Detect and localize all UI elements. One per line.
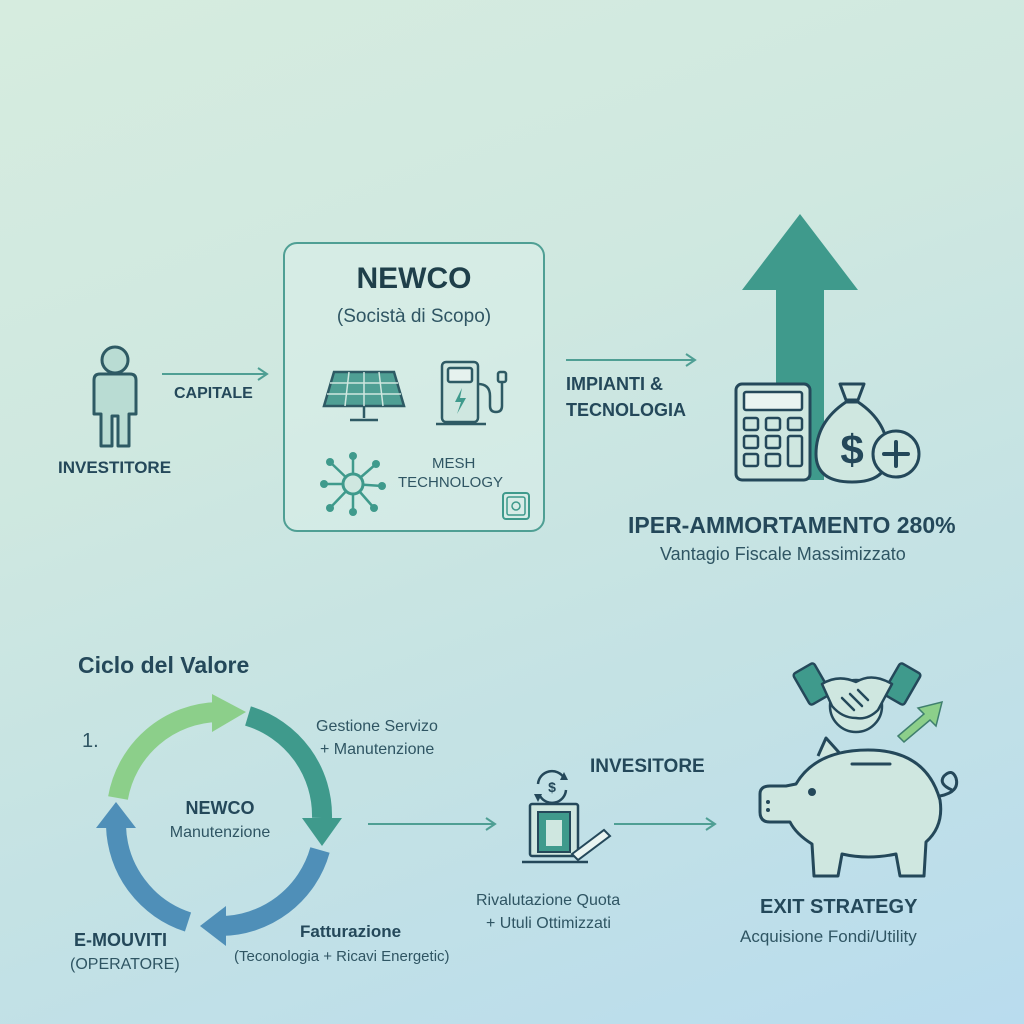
investor-person-icon — [92, 345, 138, 448]
exit-strategy-title: EXIT STRATEGY — [760, 896, 918, 918]
piggy-bank-icon — [758, 736, 959, 878]
cycle-left-label-title: E-MOUVITI — [74, 930, 167, 950]
revaluation-line2: + Utuli Ottimizzati — [486, 915, 611, 932]
mesh-label-line2: TECHNOLOGY — [398, 474, 504, 491]
impianti-arrow — [566, 353, 697, 367]
cycle-to-revaluation-arrow — [368, 817, 497, 831]
money-bag-icon: $ — [814, 382, 890, 484]
exit-strategy-subtitle: Acquisione Fondi/Utility — [740, 927, 917, 946]
ev-charger-icon — [436, 360, 508, 426]
cycle-center-subtitle: Manutenzione — [169, 824, 271, 841]
newco-title: NEWCO — [356, 262, 472, 295]
mesh-network-icon — [320, 452, 386, 516]
cycle-left-label-sub: (OPERATORE) — [70, 956, 180, 973]
mesh-label-line1: MESH — [432, 455, 476, 472]
revaluation-icon: $ — [522, 769, 612, 864]
handshake-icon — [792, 662, 922, 734]
calculator-icon — [734, 382, 812, 482]
newco-subtitle: (Socistà di Scopo) — [336, 306, 492, 327]
capital-label: CAPITALE — [174, 385, 253, 402]
small-growth-arrow-icon — [896, 700, 944, 744]
flow-label-line2: TECNOLOGIA — [566, 400, 686, 420]
cycle-right-label-line2: + Manutenzione — [320, 741, 435, 758]
safe-icon — [502, 492, 530, 520]
cycle-bottom-label-sub: (Teconologia + Ricavi Energetic) — [234, 948, 450, 965]
revaluation-to-exit-arrow — [614, 817, 717, 831]
growth-up-arrow-icon — [742, 214, 858, 480]
plus-circle-icon — [871, 429, 921, 479]
svg-text:$: $ — [840, 426, 863, 473]
solar-panel-icon — [322, 370, 406, 422]
cycle-right-label-line1: Gestione Servizo — [316, 718, 438, 735]
benefit-title: IPER-AMMORTAMENTO 280% — [628, 512, 956, 538]
revaluation-line1: Rivalutazione Quota — [476, 892, 621, 909]
cycle-bottom-label-title: Fatturazione — [300, 922, 402, 941]
investor-label: INVESTITORE — [58, 458, 172, 477]
svg-text:$: $ — [548, 779, 556, 795]
value-cycle-diagram — [96, 694, 342, 946]
flow-label-line1: IMPIANTI & — [566, 374, 663, 394]
cycle-heading: Ciclo del Valore — [78, 652, 250, 678]
exit-investor-label: INVESITORE — [590, 756, 705, 777]
benefit-subtitle: Vantagio Fiscale Massimizzato — [660, 544, 906, 564]
cycle-center-title: NEWCO — [185, 798, 255, 818]
cycle-step-number: 1. — [82, 730, 99, 752]
capital-arrow — [162, 367, 269, 381]
